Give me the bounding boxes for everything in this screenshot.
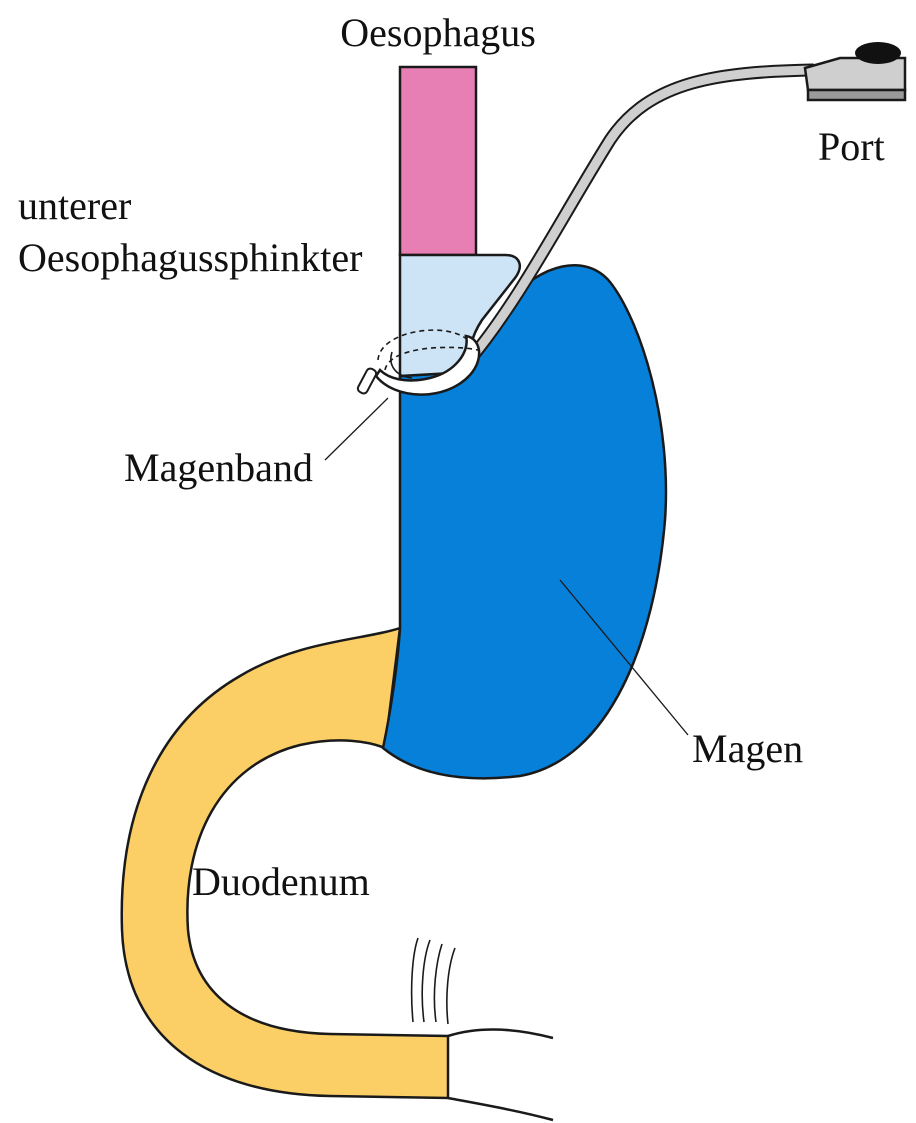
intestine-lower-wall	[448, 1098, 553, 1120]
label-port: Port	[818, 124, 885, 169]
label-sphincter-line1: unterer	[18, 183, 131, 228]
label-magen: Magen	[692, 726, 803, 771]
label-duodenum: Duodenum	[192, 859, 370, 904]
oesophagus-shape	[400, 67, 476, 255]
magenband-leader-line	[325, 398, 388, 460]
label-sphincter-line2: Oesophagussphinkter	[18, 235, 362, 280]
label-magenband: Magenband	[124, 445, 313, 490]
band-buckle	[356, 367, 377, 395]
port-device	[805, 42, 905, 100]
port-septum	[855, 42, 901, 64]
intestine-upper-wall	[448, 1029, 553, 1038]
label-oesophagus: Oesophagus	[340, 10, 536, 55]
intestine-fold-marks	[412, 938, 455, 1024]
